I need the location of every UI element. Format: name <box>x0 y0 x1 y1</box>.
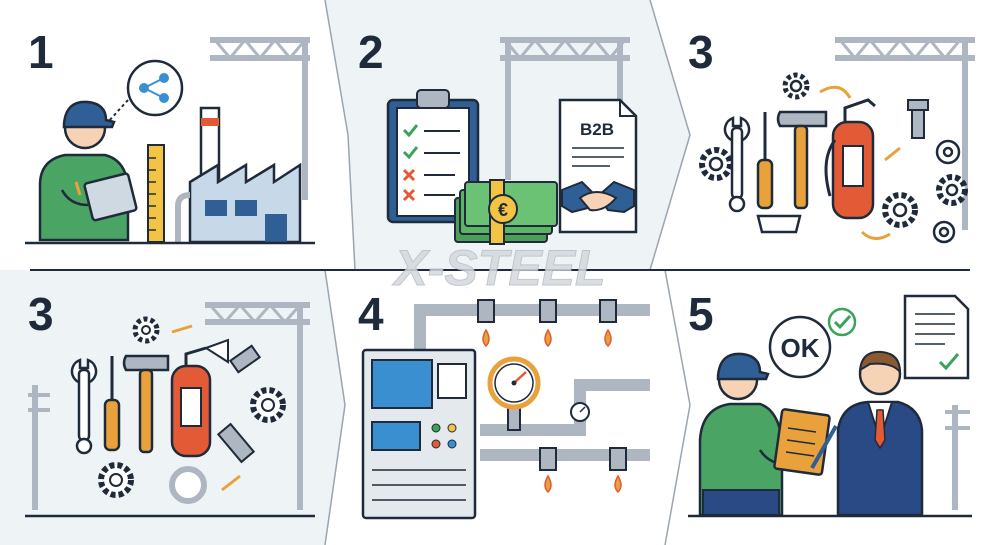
fire-extinguisher-icon <box>824 98 876 220</box>
euro-cash-icon: € <box>454 179 558 245</box>
b2b-label: B2B <box>580 120 614 139</box>
gear-icon <box>98 316 286 504</box>
step-number-3-top: 3 <box>688 26 714 78</box>
ok-label: OK <box>781 333 820 363</box>
divider-arrow-3 <box>324 269 346 545</box>
cycle-arrow-icon <box>171 324 193 334</box>
approved-document-icon <box>903 294 970 380</box>
sprinkler-icon <box>477 299 627 494</box>
step-number-4: 4 <box>358 288 384 340</box>
share-network-icon <box>107 59 184 123</box>
cycle-arrow-icon <box>884 146 901 162</box>
hammer-icon <box>122 354 170 454</box>
hammer-icon <box>776 110 828 210</box>
step-number-1: 1 <box>28 26 54 78</box>
x-steel-watermark: X-STEEL <box>391 240 605 296</box>
cycle-arrow-icon <box>860 230 891 240</box>
steel-frame-icon <box>28 37 975 510</box>
divider-arrow-2 <box>649 0 691 271</box>
euro-symbol: € <box>498 200 508 220</box>
bolt-icon <box>216 344 262 464</box>
cycle-arrow-icon <box>819 85 852 99</box>
gear-icon <box>699 72 968 244</box>
handover-people-icon <box>698 350 924 517</box>
divider-arrow-4 <box>664 269 691 545</box>
worker-with-tablet-icon <box>38 100 138 242</box>
fire-extinguisher-icon <box>170 338 229 458</box>
ruler-icon <box>147 144 165 243</box>
wrench-icon <box>70 358 98 455</box>
wrench-icon <box>723 116 751 213</box>
factory-icon <box>175 106 302 244</box>
tools-cluster-top <box>699 72 968 244</box>
ok-approval-badge: OK <box>768 307 857 379</box>
step-number-3-bottom: 3 <box>28 288 54 340</box>
cycle-arrow-icon <box>221 474 241 492</box>
divider-arrow-1 <box>324 0 356 271</box>
bolt-icon <box>907 99 929 139</box>
screwdriver-icon <box>756 112 774 210</box>
screwdriver-icon <box>103 356 121 452</box>
tools-cluster-bottom <box>70 316 286 504</box>
control-cabinet-icon <box>361 348 477 520</box>
step-number-2: 2 <box>358 26 384 78</box>
step-number-5: 5 <box>688 288 714 340</box>
pressure-gauge-icon <box>487 356 541 431</box>
handshake-contract-icon: B2B <box>558 98 638 234</box>
